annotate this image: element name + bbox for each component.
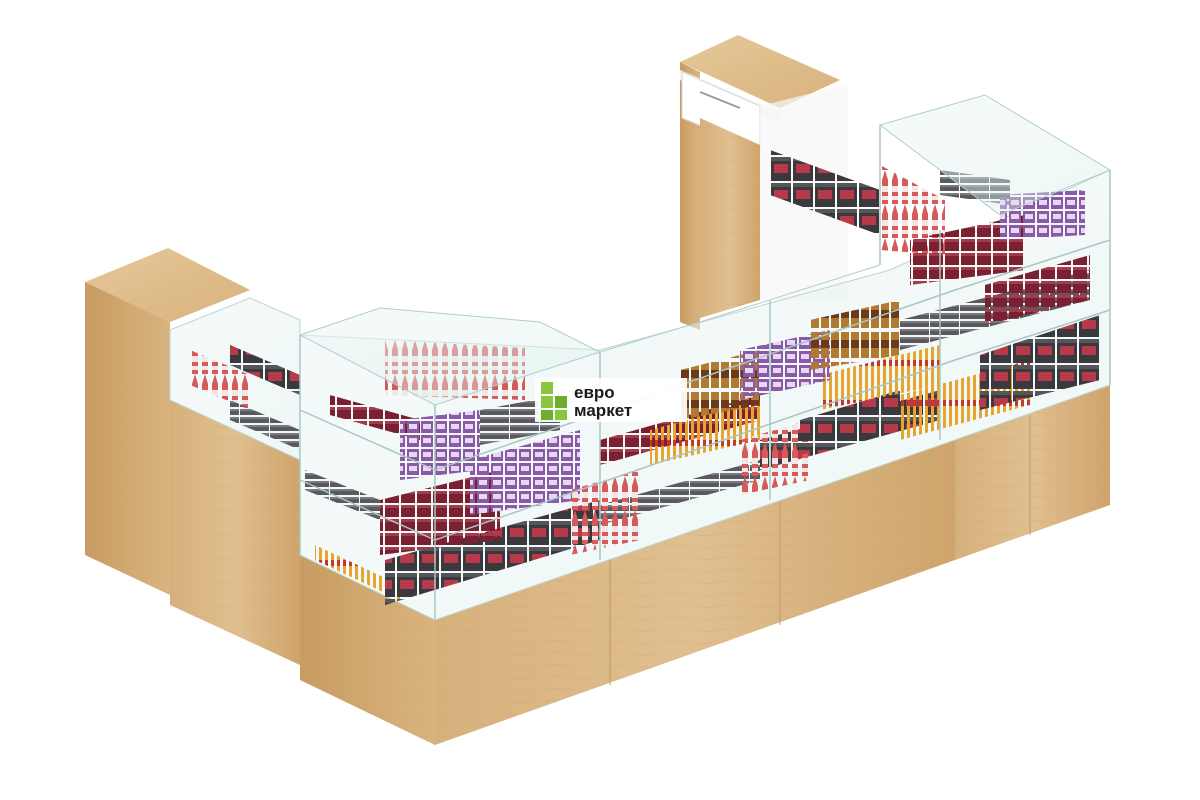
left-end-cabinet (85, 248, 250, 595)
front-counter-base (300, 385, 1110, 745)
evromarket-logo: евро маркет (535, 378, 687, 422)
front-glass-display (298, 94, 1112, 621)
drawer-handle (699, 91, 741, 109)
logo-line-2: маркет (574, 401, 632, 420)
left-glass-display (169, 297, 301, 461)
left-counter-base (170, 400, 300, 665)
logo-line-1: евро (574, 383, 615, 402)
logo-mark-icon (541, 382, 567, 420)
